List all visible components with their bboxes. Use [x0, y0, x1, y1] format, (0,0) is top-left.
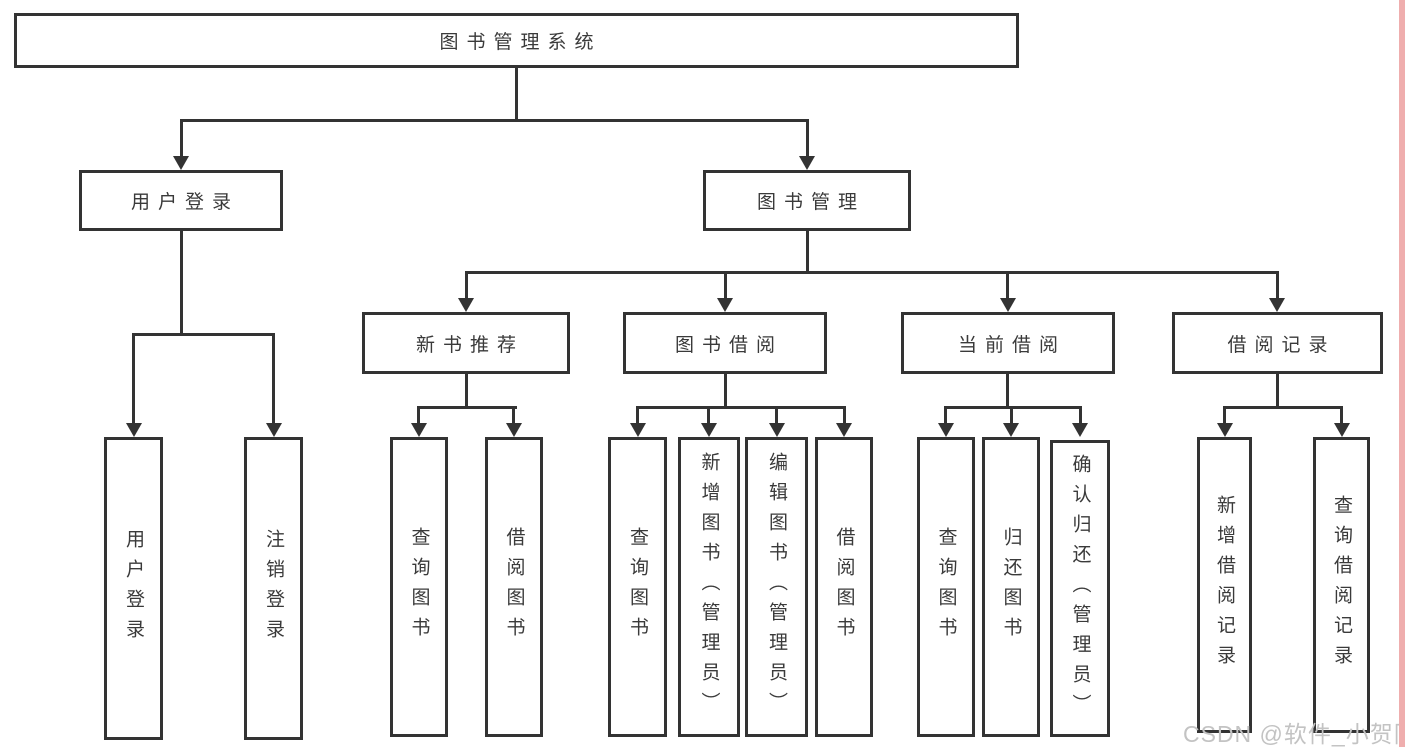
arrow-down-icon [266, 423, 282, 437]
connector-leaf-drop [512, 406, 515, 425]
leaf-user-login: 用户登录 [104, 437, 163, 740]
node-borrow-record: 借阅记录 [1172, 312, 1383, 374]
arrow-down-icon [836, 423, 852, 437]
arrow-down-icon [1000, 298, 1016, 312]
node-label: 借阅图书 [833, 527, 855, 647]
connector-leaf-drop [775, 406, 778, 425]
leaf-query-book-borrow: 查询图书 [608, 437, 667, 737]
csdn-watermark: CSDN @软件_小贺同学 [1183, 721, 1405, 747]
leaf-query-borrow-record: 查询借阅记录 [1313, 437, 1370, 733]
connector-borrow-record-rail [1223, 406, 1343, 409]
arrow-down-icon [1334, 423, 1350, 437]
arrow-down-icon [1269, 298, 1285, 312]
node-label: 借阅记录 [1227, 334, 1336, 356]
node-label: 注销登录 [263, 528, 284, 649]
node-label: 借阅图书 [503, 527, 525, 647]
node-label: 图书管理 [756, 192, 865, 213]
connector-leaf-drop [132, 333, 135, 424]
connector-root-stem [515, 66, 518, 121]
connector-leaf-drop [417, 406, 420, 425]
arrow-down-icon [173, 156, 189, 170]
node-user-login: 用户登录 [79, 170, 283, 231]
arrow-down-icon [1003, 423, 1019, 437]
node-label: 新增图书（管理员） [698, 452, 720, 722]
arrow-down-icon [411, 423, 427, 437]
leaf-confirm-return-admin: 确认归还（管理员） [1050, 440, 1110, 737]
connector-book-mgmt-stem [806, 229, 809, 274]
node-label: 用户登录 [123, 528, 144, 649]
connector-user-login-drop [180, 119, 183, 158]
node-label: 查询图书 [935, 527, 957, 647]
leaf-query-book-current: 查询图书 [917, 437, 975, 737]
connector-current-borrow-stem [1006, 372, 1009, 409]
connector-leaf-drop [707, 406, 710, 425]
node-label: 新增借阅记录 [1214, 495, 1235, 675]
connector-book-borrow-stem [724, 372, 727, 409]
connector-leaf-drop [1010, 406, 1013, 425]
arrow-down-icon [458, 298, 474, 312]
leaf-borrow-book: 借阅图书 [815, 437, 873, 737]
node-label: 查询图书 [627, 527, 648, 647]
connector-leaf-drop [636, 406, 639, 425]
node-library-system: 图书管理系统 [14, 13, 1019, 68]
leaf-add-borrow-record: 新增借阅记录 [1197, 437, 1252, 733]
arrow-down-icon [1217, 423, 1233, 437]
node-book-management: 图书管理 [703, 170, 911, 231]
connector-user-login-rail [132, 333, 275, 336]
arrow-down-icon [701, 423, 717, 437]
connector-leaf-drop [944, 406, 947, 425]
connector-level2-rail [465, 271, 1279, 274]
node-label: 图书借阅 [674, 334, 783, 356]
arrow-down-icon [630, 423, 646, 437]
arrow-down-icon [717, 298, 733, 312]
connector-user-login-stem [180, 229, 183, 336]
connector-current-borrow-rail [944, 406, 1082, 409]
arrow-down-icon [506, 423, 522, 437]
node-label: 确认归还（管理员） [1069, 453, 1091, 724]
leaf-logout: 注销登录 [244, 437, 303, 740]
connector-leaf-drop [272, 333, 275, 424]
arrow-down-icon [938, 423, 954, 437]
connector-module-drop [724, 271, 727, 300]
node-label: 归还图书 [1000, 527, 1022, 647]
connector-leaf-drop [843, 406, 846, 425]
node-book-borrow: 图书借阅 [623, 312, 827, 374]
connector-book-mgmt-drop [806, 119, 809, 158]
arrow-down-icon [769, 423, 785, 437]
node-label: 查询图书 [408, 527, 430, 647]
connector-module-drop [465, 271, 468, 300]
node-label: 新书推荐 [415, 334, 524, 356]
arrow-down-icon [1072, 423, 1088, 437]
leaf-edit-book-admin: 编辑图书（管理员） [745, 437, 808, 737]
node-label: 图书管理系统 [439, 32, 602, 53]
connector-leaf-drop [1079, 406, 1082, 425]
connector-borrow-record-stem [1276, 372, 1279, 409]
connector-leaf-drop [1340, 406, 1343, 425]
leaf-add-book-admin: 新增图书（管理员） [678, 437, 740, 737]
connector-new-book-stem [465, 372, 468, 409]
connector-module-drop [1276, 271, 1279, 300]
page-edge-stripe [1399, 0, 1405, 747]
node-current-borrow: 当前借阅 [901, 312, 1115, 374]
connector-book-borrow-rail [636, 406, 846, 409]
connector-level1-rail [180, 119, 809, 122]
leaf-query-book-newbook: 查询图书 [390, 437, 448, 737]
node-new-book-recommend: 新书推荐 [362, 312, 570, 374]
leaf-borrow-book-newbook: 借阅图书 [485, 437, 543, 737]
connector-new-book-rail [417, 406, 517, 409]
arrow-down-icon [126, 423, 142, 437]
arrow-down-icon [799, 156, 815, 170]
node-label: 当前借阅 [957, 334, 1066, 356]
node-label: 用户登录 [130, 192, 239, 213]
connector-leaf-drop [1223, 406, 1226, 425]
node-label: 编辑图书（管理员） [766, 452, 787, 722]
node-label: 查询借阅记录 [1331, 495, 1352, 675]
connector-module-drop [1006, 271, 1009, 300]
leaf-return-book: 归还图书 [982, 437, 1040, 737]
